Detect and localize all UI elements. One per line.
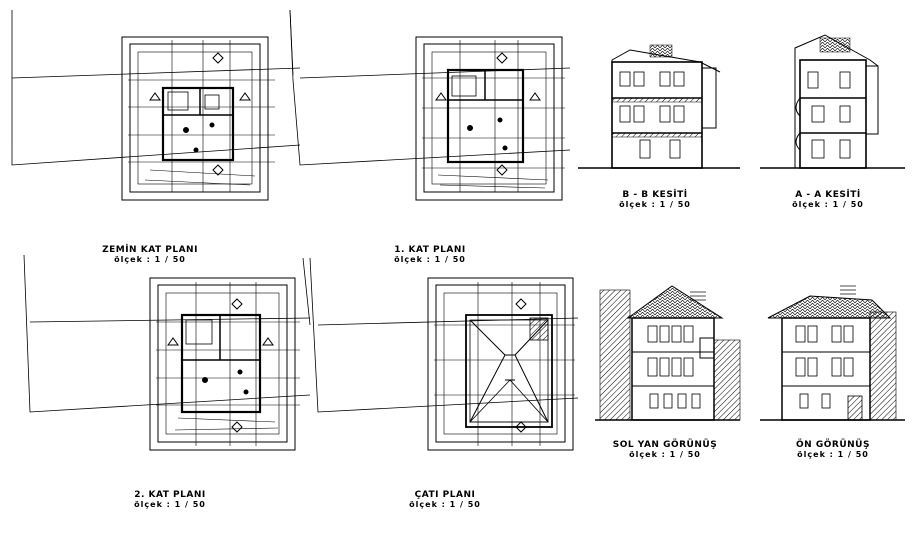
- label-a-a-kesiti-title: A - A KESİTİ: [795, 190, 861, 200]
- section-b-b: [578, 44, 740, 169]
- elevation-on: [760, 285, 905, 421]
- label-sol-yan-gorunus-title: SOL YAN GÖRÜNÜŞ: [612, 440, 718, 450]
- label-b-b-kesiti: B - B KESİTİ ölçek : 1 / 50: [605, 190, 705, 209]
- label-on-gorunus-scale: ölçek : 1 / 50: [797, 450, 869, 459]
- label-1-kat: 1. KAT PLANI ölçek : 1 / 50: [385, 245, 475, 264]
- plan-zemin-kat: [11, 9, 301, 201]
- label-sol-yan-gorunus-scale: ölçek : 1 / 50: [629, 450, 701, 459]
- label-cati-scale: ölçek : 1 / 50: [409, 500, 481, 509]
- section-a-a: [760, 34, 905, 169]
- label-zemin-kat-scale: ölçek : 1 / 50: [114, 255, 186, 264]
- plan-cati: [309, 257, 579, 451]
- label-zemin-kat: ZEMİN KAT PLANI ölçek : 1 / 50: [100, 245, 200, 264]
- plan-2-kat: [23, 254, 311, 451]
- label-on-gorunus: ÖN GÖRÜNÜŞ ölçek : 1 / 50: [778, 440, 888, 459]
- label-2-kat: 2. KAT PLANI ölçek : 1 / 50: [125, 490, 215, 509]
- label-a-a-kesiti-scale: ölçek : 1 / 50: [792, 200, 864, 209]
- label-a-a-kesiti: A - A KESİTİ ölçek : 1 / 50: [778, 190, 878, 209]
- label-cati-title: ÇATI PLANI: [414, 490, 476, 500]
- label-zemin-kat-title: ZEMİN KAT PLANI: [102, 245, 198, 255]
- plan-1-kat: [289, 9, 571, 201]
- label-2-kat-title: 2. KAT PLANI: [134, 490, 206, 500]
- label-2-kat-scale: ölçek : 1 / 50: [134, 500, 206, 509]
- label-cati: ÇATI PLANI ölçek : 1 / 50: [400, 490, 490, 509]
- label-1-kat-title: 1. KAT PLANI: [394, 245, 466, 255]
- label-sol-yan-gorunus: SOL YAN GÖRÜNÜŞ ölçek : 1 / 50: [610, 440, 720, 459]
- label-1-kat-scale: ölçek : 1 / 50: [394, 255, 466, 264]
- label-b-b-kesiti-title: B - B KESİTİ: [622, 190, 688, 200]
- label-on-gorunus-title: ÖN GÖRÜNÜŞ: [796, 440, 870, 450]
- label-b-b-kesiti-scale: ölçek : 1 / 50: [619, 200, 691, 209]
- elevation-sol-yan: [595, 285, 741, 421]
